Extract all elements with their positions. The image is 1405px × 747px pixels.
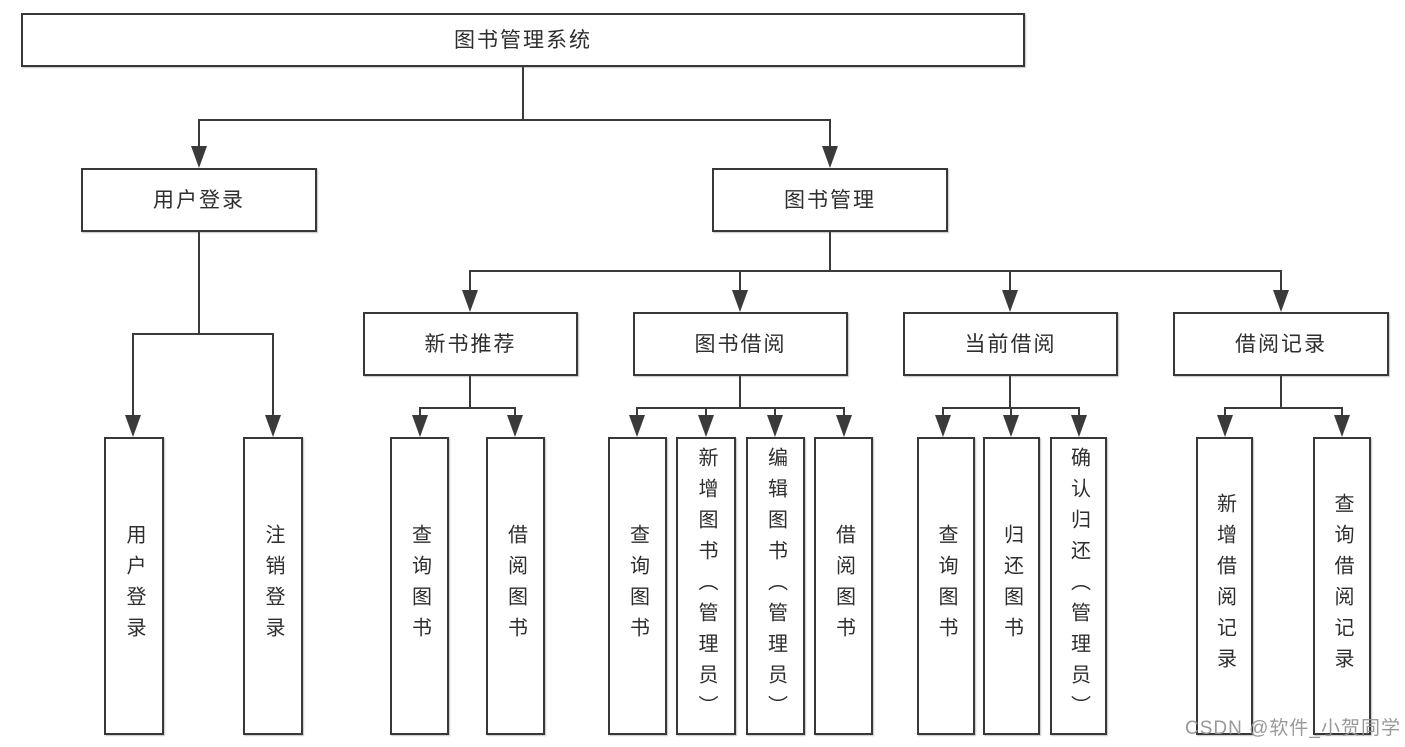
- arrow-down-icon: [265, 415, 281, 437]
- connector-line: [469, 270, 471, 292]
- arrow-down-icon: [1002, 290, 1018, 312]
- node-borrow-record: 借阅记录: [1173, 312, 1389, 376]
- leaf-borrow-book: 借阅图书: [814, 437, 873, 735]
- node-label: 借阅记录: [1235, 332, 1327, 356]
- connector-line: [469, 270, 1282, 272]
- connector-line: [843, 407, 845, 417]
- connector-line: [419, 407, 516, 409]
- node-label: 查询图书: [935, 524, 957, 648]
- node-label: 新增借阅记录: [1213, 493, 1236, 679]
- arrow-down-icon: [836, 415, 852, 437]
- arrow-down-icon: [191, 146, 207, 168]
- arrow-down-icon: [1071, 415, 1087, 437]
- arrow-down-icon: [698, 415, 714, 437]
- arrow-down-icon: [1273, 290, 1289, 312]
- connector-line: [636, 407, 845, 409]
- connector-line: [1010, 407, 1012, 417]
- connector-line: [419, 407, 421, 417]
- arrow-down-icon: [1334, 415, 1350, 437]
- node-current-borrow: 当前借阅: [903, 312, 1118, 376]
- connector-line: [636, 407, 638, 417]
- node-label: 确认归还（管理员）: [1067, 446, 1090, 726]
- connector-line: [774, 407, 776, 417]
- node-label: 编辑图书（管理员）: [764, 446, 787, 726]
- node-label: 查询图书: [626, 524, 649, 648]
- node-label: 查询借阅记录: [1331, 493, 1353, 679]
- connector-line: [132, 333, 274, 335]
- connector-line: [198, 232, 200, 335]
- leaf-recommend-query-book: 查询图书: [390, 437, 449, 735]
- node-user-login: 用户登录: [81, 168, 317, 232]
- connector-line: [522, 67, 524, 120]
- connector-line: [705, 407, 707, 417]
- node-book-management: 图书管理: [712, 168, 948, 232]
- leaf-add-book-admin: 新增图书（管理员）: [676, 437, 736, 735]
- leaf-logout: 注销登录: [243, 437, 303, 735]
- connector-line: [1224, 407, 1343, 409]
- arrow-down-icon: [412, 415, 428, 437]
- connector-line: [829, 232, 831, 272]
- connector-line: [1280, 270, 1282, 292]
- connector-line: [739, 375, 741, 409]
- node-new-book-recommend: 新书推荐: [363, 312, 578, 376]
- leaf-add-borrow-record: 新增借阅记录: [1196, 437, 1253, 735]
- connector-line: [1341, 407, 1343, 417]
- node-label: 新增图书（管理员）: [695, 446, 717, 726]
- connector-line: [198, 119, 831, 121]
- connector-line: [132, 333, 134, 417]
- connector-line: [1009, 270, 1011, 292]
- node-label: 借阅图书: [504, 524, 527, 648]
- node-label: 新书推荐: [424, 332, 517, 356]
- node-label: 图书管理: [784, 188, 876, 212]
- leaf-confirm-return-admin: 确认归还（管理员）: [1050, 437, 1107, 735]
- leaf-query-borrow-record: 查询借阅记录: [1313, 437, 1371, 735]
- node-root: 图书管理系统: [21, 13, 1025, 67]
- arrow-down-icon: [1003, 415, 1019, 437]
- leaf-current-query-book: 查询图书: [917, 437, 975, 735]
- leaf-user-login: 用户登录: [104, 437, 164, 735]
- arrow-down-icon: [125, 415, 141, 437]
- leaf-edit-book-admin: 编辑图书（管理员）: [746, 437, 805, 735]
- node-label: 注销登录: [262, 524, 284, 648]
- arrow-down-icon: [767, 415, 783, 437]
- node-label: 查询图书: [408, 524, 431, 648]
- arrow-down-icon: [462, 290, 478, 312]
- connector-line: [1009, 375, 1011, 409]
- connector-line: [469, 375, 471, 409]
- node-label: 图书借阅: [694, 332, 787, 356]
- arrow-down-icon: [507, 415, 523, 437]
- node-label: 用户登录: [153, 188, 245, 212]
- arrow-down-icon: [1217, 415, 1233, 437]
- connector-line: [1078, 407, 1080, 417]
- connector-line: [829, 119, 831, 149]
- watermark: CSDN @软件_小贺同学: [1185, 718, 1401, 739]
- node-book-borrow: 图书借阅: [633, 312, 848, 376]
- arrow-down-icon: [732, 290, 748, 312]
- node-label: 当前借阅: [964, 332, 1057, 356]
- connector-line: [1224, 407, 1226, 417]
- connector-line: [739, 270, 741, 292]
- leaf-borrow-query-book: 查询图书: [608, 437, 667, 735]
- connector-line: [942, 407, 944, 417]
- node-label: 图书管理系统: [454, 28, 592, 52]
- leaf-recommend-borrow-book: 借阅图书: [486, 437, 545, 735]
- connector-line: [514, 407, 516, 417]
- arrow-down-icon: [935, 415, 951, 437]
- node-label: 借阅图书: [832, 524, 855, 648]
- leaf-return-book: 归还图书: [983, 437, 1040, 735]
- connector-line: [198, 119, 200, 149]
- node-label: 用户登录: [123, 524, 145, 648]
- connector-line: [272, 333, 274, 417]
- arrow-down-icon: [629, 415, 645, 437]
- node-label: 归还图书: [1000, 524, 1023, 648]
- connector-line: [1280, 375, 1282, 409]
- arrow-down-icon: [822, 146, 838, 168]
